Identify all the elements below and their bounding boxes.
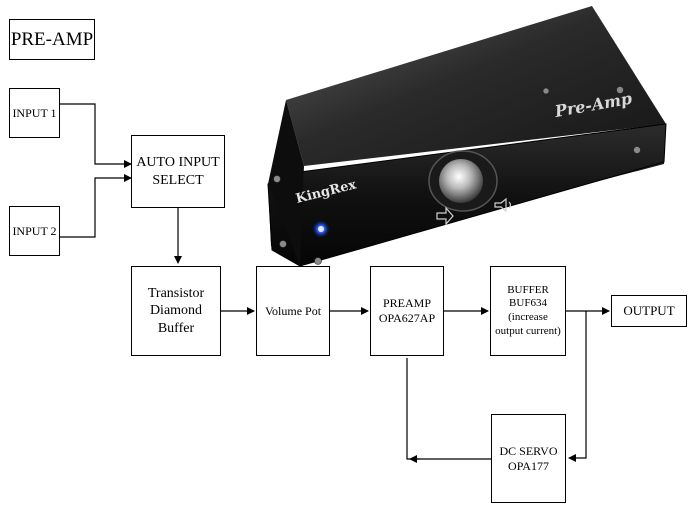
input1-block: INPUT 1 — [9, 88, 60, 138]
screw-icon — [273, 175, 281, 183]
wire-input1-to-select — [59, 103, 132, 168]
input2-block: INPUT 2 — [9, 206, 60, 256]
wire-output-to-servo — [568, 311, 587, 462]
output-label: OUTPUT — [623, 302, 675, 318]
preamp-label: PREAMP OPA627AP — [378, 296, 436, 325]
auto-input-select-block: AUTO INPUT SELECT — [131, 135, 225, 208]
wire-servo-to-preamp — [406, 358, 491, 460]
volume-pot-block: Volume Pot — [256, 266, 330, 356]
screw-icon — [314, 257, 322, 265]
diamond-buffer-label: Transistor Diamond Buffer — [147, 285, 205, 336]
buffer-buf634-label: BUFFER BUF634 (increase output current) — [495, 283, 561, 337]
auto-input-select-label: AUTO INPUT SELECT — [136, 155, 220, 188]
input2-label: INPUT 2 — [12, 223, 57, 238]
output-block: OUTPUT — [611, 295, 687, 327]
diagram-title: PRE-AMP — [10, 28, 94, 50]
chassis-top — [286, 6, 666, 166]
screw-icon — [279, 240, 287, 248]
chassis-side — [268, 100, 304, 266]
volume-knob-icon — [439, 159, 483, 203]
buffer-buf634-block: BUFFER BUF634 (increase output current) — [490, 266, 566, 356]
preamp-block: PREAMP OPA627AP — [370, 266, 444, 356]
title-box: PRE-AMP — [9, 19, 95, 60]
speaker-right-icon — [494, 197, 507, 213]
screw-icon — [633, 146, 641, 154]
dc-servo-label: DC SERVO OPA177 — [499, 443, 558, 473]
screw-icon — [542, 87, 550, 95]
speaker-left-icon — [436, 206, 454, 226]
dc-servo-block: DC SERVO OPA177 — [491, 414, 566, 503]
wire-input2-to-select — [59, 174, 132, 238]
diamond-buffer-block: Transistor Diamond Buffer — [131, 266, 221, 356]
input1-label: INPUT 1 — [12, 105, 57, 120]
volume-pot-label: Volume Pot — [264, 303, 322, 318]
screw-icon — [616, 86, 624, 94]
